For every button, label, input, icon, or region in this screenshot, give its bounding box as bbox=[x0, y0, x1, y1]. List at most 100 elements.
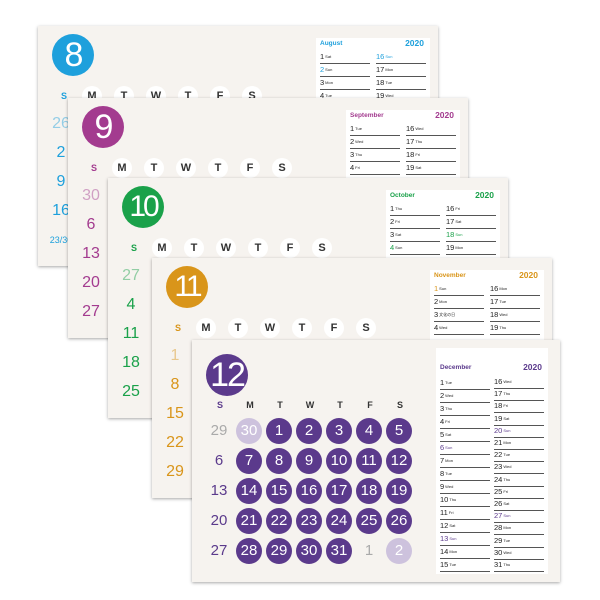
list-row: 18Wed bbox=[490, 308, 540, 322]
list-row: 16Mon bbox=[490, 282, 540, 296]
list-row: 15Tue bbox=[440, 558, 490, 572]
list-row: 10Thu bbox=[440, 493, 490, 507]
list-weekday: Mon bbox=[449, 549, 458, 554]
list-day-number: 2 bbox=[350, 137, 355, 146]
list-row: 4Fri bbox=[350, 161, 400, 175]
list-day-number: 26 bbox=[494, 499, 503, 508]
month-badge: 10 bbox=[122, 186, 164, 228]
list-day-number: 28 bbox=[494, 523, 503, 533]
day-of-week-label: T bbox=[337, 400, 343, 410]
list-weekday: Sat bbox=[449, 523, 456, 528]
day-cell: 7 bbox=[236, 448, 262, 474]
list-row: 6Sun bbox=[440, 441, 490, 455]
day-cell: 1 bbox=[266, 418, 292, 444]
day-cell: 5 bbox=[386, 418, 412, 444]
sunday-day: 15 bbox=[166, 405, 184, 422]
list-day-number: 17 bbox=[446, 217, 455, 226]
list-day-number: 1 bbox=[434, 284, 439, 293]
day-cell: 18 bbox=[356, 478, 382, 504]
sunday-day: 23/30 bbox=[49, 235, 73, 245]
list-row: 7Mon bbox=[440, 454, 490, 468]
sunday-day: 29 bbox=[166, 463, 184, 480]
list-weekday: Fri bbox=[503, 488, 509, 494]
list-weekday: Sun bbox=[395, 245, 403, 250]
list-weekday: Thu bbox=[499, 325, 507, 330]
list-weekday: Wed bbox=[439, 325, 448, 330]
list-day-number: 4 bbox=[350, 163, 355, 172]
list-month-label: December bbox=[440, 364, 472, 371]
list-day-number: 2 bbox=[440, 391, 445, 400]
list-year-label: 2020 bbox=[475, 190, 494, 200]
list-day-number: 16 bbox=[376, 52, 385, 61]
list-row: 29Tue bbox=[494, 535, 544, 548]
day-cell: 19 bbox=[386, 478, 412, 504]
list-row: 2Fri bbox=[390, 215, 440, 229]
day-cell: 29 bbox=[210, 422, 228, 439]
list-row: 31Thu bbox=[494, 559, 544, 572]
list-row: 24Thu bbox=[494, 474, 544, 487]
list-day-number: 14 bbox=[440, 547, 449, 556]
list-weekday: Sat bbox=[455, 219, 462, 224]
list-weekday: Sun bbox=[439, 286, 447, 291]
list-day-number: 2 bbox=[320, 65, 325, 74]
list-row: 3文化の日 bbox=[434, 308, 484, 322]
list-day-number: 17 bbox=[494, 389, 503, 399]
day-of-week-label: T bbox=[277, 400, 283, 410]
day-cell: 8 bbox=[266, 448, 292, 474]
sunday-day: 9 bbox=[56, 173, 66, 190]
list-row: 19Sat bbox=[494, 413, 544, 426]
list-row: 14Mon bbox=[440, 545, 490, 559]
list-weekday: Mon bbox=[503, 525, 512, 531]
list-year-label: 2020 bbox=[435, 110, 454, 120]
list-day-number: 15 bbox=[440, 560, 449, 569]
list-month-label: August bbox=[320, 40, 343, 47]
list-year-label: 2020 bbox=[523, 362, 542, 372]
list-day-number: 25 bbox=[494, 486, 503, 496]
list-row: 2Mon bbox=[434, 295, 484, 309]
list-weekday: 文化の日 bbox=[439, 312, 456, 317]
day-cell: 14 bbox=[236, 478, 262, 504]
list-row: 16Sun bbox=[376, 50, 426, 64]
list-weekday: Fri bbox=[503, 403, 509, 409]
day-of-week-label: S bbox=[216, 400, 223, 410]
list-day-number: 3 bbox=[440, 404, 445, 413]
list-day-number: 19 bbox=[376, 91, 385, 100]
list-row: 17Mon bbox=[376, 63, 426, 77]
day-cell: 3 bbox=[326, 418, 352, 444]
day-of-week-label: W bbox=[260, 318, 280, 338]
list-weekday: Fri bbox=[395, 219, 400, 224]
list-day-number: 16 bbox=[406, 124, 415, 133]
list-day-number: 12 bbox=[440, 521, 449, 530]
sunday-day: 4 bbox=[126, 296, 136, 313]
day-of-week-label: M bbox=[112, 158, 132, 178]
list-day-number: 4 bbox=[320, 91, 325, 100]
list-weekday: Tue bbox=[503, 537, 511, 543]
list-row: 17Thu bbox=[406, 135, 456, 149]
sunday-day: 30 bbox=[82, 187, 100, 204]
day-cell: 22 bbox=[266, 508, 292, 534]
day-cell: 16 bbox=[296, 478, 322, 504]
list-weekday: Tue bbox=[355, 126, 362, 131]
list-weekday: Thu bbox=[355, 152, 363, 157]
list-weekday: Fri bbox=[445, 419, 450, 424]
day-cell: 24 bbox=[326, 508, 352, 534]
list-weekday: Fri bbox=[355, 165, 360, 170]
list-day-number: 18 bbox=[376, 78, 385, 87]
list-day-number: 8 bbox=[440, 469, 445, 478]
list-day-number: 24 bbox=[494, 474, 503, 484]
list-row: 12Sat bbox=[440, 519, 490, 533]
day-of-week-label: S bbox=[174, 323, 181, 333]
list-row: 4Sun bbox=[390, 241, 440, 255]
list-weekday: Mon bbox=[445, 458, 453, 463]
list-row: 4Wed bbox=[434, 321, 484, 335]
list-weekday: Mon bbox=[503, 440, 512, 445]
day-of-week-label: F bbox=[280, 238, 300, 258]
list-row: 20Sun bbox=[494, 425, 544, 438]
day-cell: 2 bbox=[386, 538, 412, 564]
list-weekday: Sat bbox=[503, 501, 510, 506]
list-row: 11Fri bbox=[440, 506, 490, 520]
